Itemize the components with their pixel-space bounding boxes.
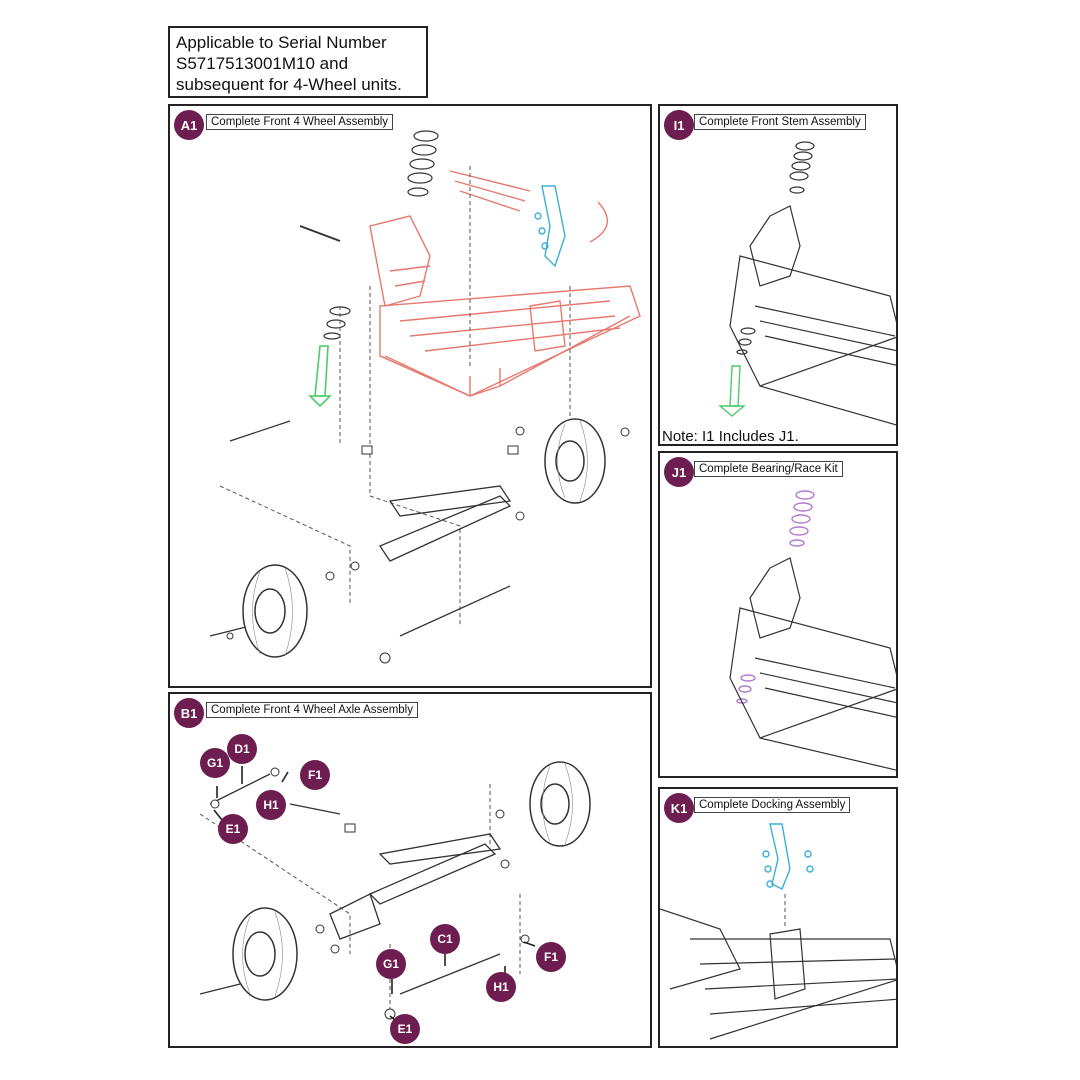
header-line-1: Applicable to Serial Number — [176, 33, 387, 52]
callout-e1-bottom: E1 — [390, 1014, 420, 1044]
front-stem-illustration — [718, 141, 896, 426]
badge-i1: I1 — [664, 110, 694, 140]
i1-includes-note: Note: I1 Includes J1. — [662, 428, 799, 445]
callout-h1-bottom: H1 — [486, 972, 516, 1002]
badge-b1: B1 — [174, 698, 204, 728]
callout-e1-top: E1 — [218, 814, 248, 844]
callout-d1: D1 — [227, 734, 257, 764]
header-line-2: S5717513001M10 and — [176, 54, 349, 73]
panel-b1-front-wheel-axle-assembly: B1 Complete Front 4 Wheel Axle Assembly … — [168, 692, 652, 1048]
panel-i1-title: Complete Front Stem Assembly — [694, 114, 866, 130]
panel-a1-title: Complete Front 4 Wheel Assembly — [206, 114, 394, 130]
callout-h1-top: H1 — [256, 790, 286, 820]
callout-g1-bottom: G1 — [376, 949, 406, 979]
header-line-3: subsequent for 4-Wheel units. — [176, 75, 402, 94]
badge-k1: K1 — [664, 793, 694, 823]
panel-k1-title: Complete Docking Assembly — [694, 797, 851, 813]
panel-j1-bearing-race-kit: J1 Complete Bearing/Race Kit — [658, 451, 898, 778]
badge-a1: A1 — [174, 110, 204, 140]
callout-g1-top: G1 — [200, 748, 230, 778]
panel-a1-front-wheel-assembly: A1 Complete Front 4 Wheel Assembly — [168, 104, 652, 688]
callout-f1-top: F1 — [300, 760, 330, 790]
panel-j1-title: Complete Bearing/Race Kit — [694, 461, 843, 477]
bearing-race-kit-illustration — [729, 490, 896, 771]
front-wheel-assembly-illustration — [209, 130, 641, 664]
panel-k1-docking-assembly: K1 Complete Docking Assembly — [658, 787, 898, 1048]
callout-f1-bottom: F1 — [536, 942, 566, 972]
axle-assembly-illustration — [199, 761, 591, 1025]
panel-b1-title: Complete Front 4 Wheel Axle Assembly — [206, 702, 418, 718]
docking-assembly-illustration — [660, 823, 896, 1040]
panel-i1-front-stem-assembly: I1 Complete Front Stem Assembly Note: I1… — [658, 104, 898, 446]
callout-c1: C1 — [430, 924, 460, 954]
serial-applicability-note: Applicable to Serial Number S5717513001M… — [168, 26, 428, 98]
badge-j1: J1 — [664, 457, 694, 487]
